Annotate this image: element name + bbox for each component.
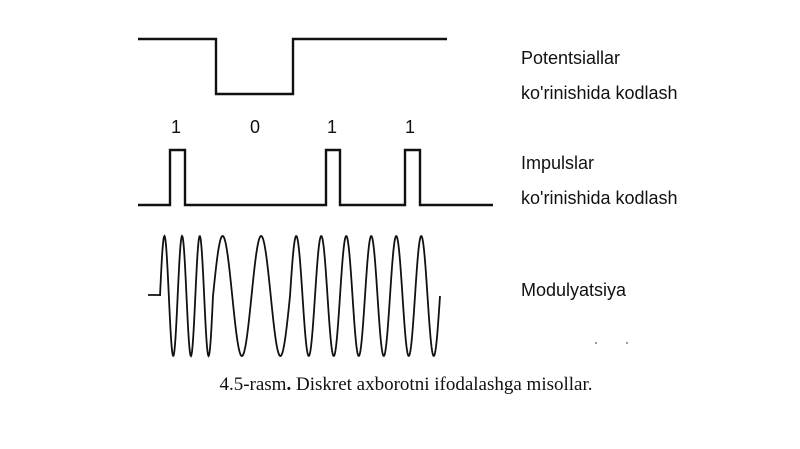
impulse-label-line2: ko'rinishida kodlash <box>521 188 678 208</box>
modulation-waveform <box>148 234 441 358</box>
potential-label-line1: Potentsiallar <box>521 48 620 68</box>
bit-label: 1 <box>327 117 337 137</box>
scan-speck <box>595 342 597 344</box>
potential-coding-waveform <box>138 37 447 96</box>
bit-label: 1 <box>405 117 415 137</box>
bit-label: 0 <box>250 117 260 137</box>
caption-dot: . <box>286 374 291 395</box>
potential-label-line2: ko'rinishida kodlash <box>521 83 678 103</box>
caption-prefix: 4.5-rasm <box>219 374 286 395</box>
modulation-label: Modulyatsiya <box>521 280 627 300</box>
scan-speck <box>626 342 628 344</box>
caption-text: Diskret axborotni ifodalashga misollar. <box>291 374 592 395</box>
bit-label: 1 <box>171 117 181 137</box>
impulse-label-line1: Impulslar <box>521 153 594 173</box>
impulse-coding-waveform <box>138 148 493 207</box>
figure-caption: 4.5-rasm. Diskret axborotni ifodalashga … <box>219 374 592 395</box>
